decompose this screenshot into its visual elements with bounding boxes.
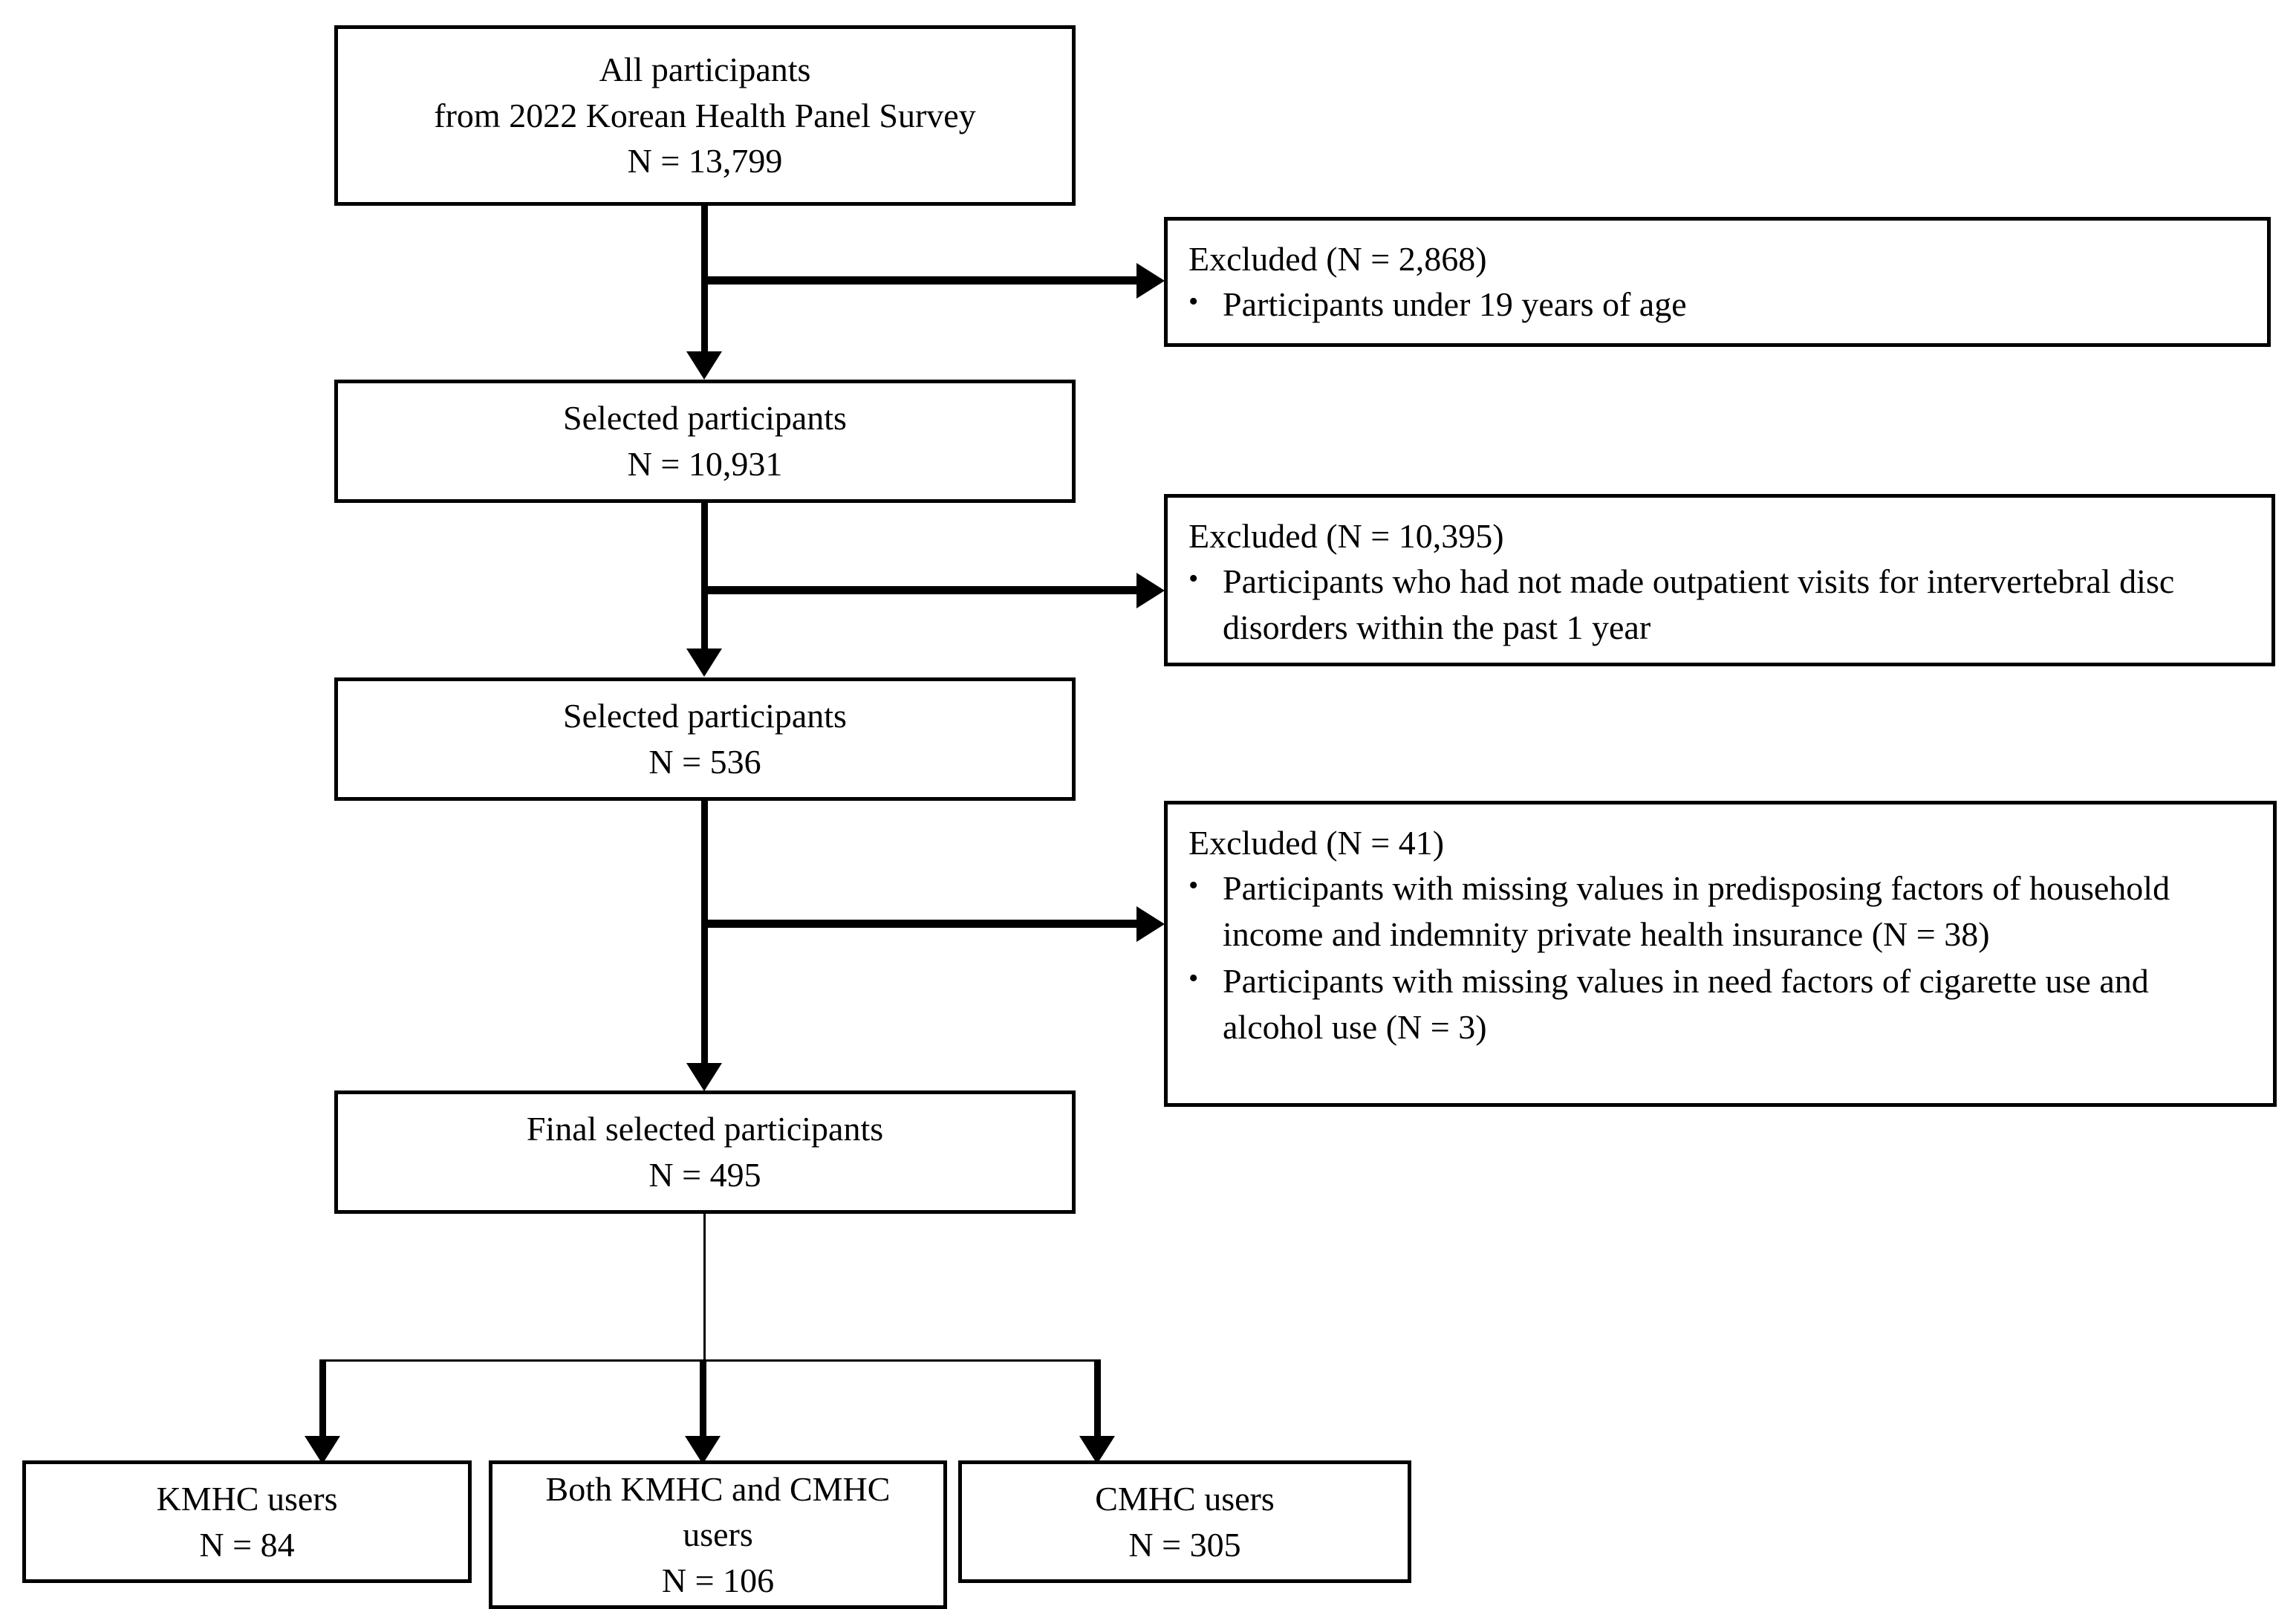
node-selected-2: Selected participants N = 536 (334, 677, 1076, 801)
connector-split-spine (319, 1359, 1101, 1362)
connector-trunk-3 (701, 801, 708, 1064)
connector-split-right (1094, 1359, 1101, 1437)
node-both-users-line1: Both KMHC and CMHC (545, 1469, 891, 1508)
arrow-down-1 (686, 351, 722, 380)
bullet-icon: • (1188, 962, 1199, 994)
node-excluded-3-bullet-0-text: Participants with missing values in pred… (1223, 868, 2170, 954)
connector-trunk-2 (701, 503, 708, 650)
arrow-right-1 (1136, 263, 1165, 299)
node-all-participants-line1: All participants (599, 51, 811, 89)
node-final-selected: Final selected participants N = 495 (334, 1090, 1076, 1214)
node-kmhc-users-line1: KMHC users (156, 1479, 338, 1518)
bullet-icon: • (1188, 285, 1199, 317)
connector-split-trunk (703, 1214, 706, 1362)
connector-split-left (319, 1359, 326, 1437)
node-excluded-3-bullet-1: • Participants with missing values in ne… (1188, 958, 2252, 1051)
node-cmhc-users-line2: N = 305 (1128, 1525, 1241, 1564)
node-both-users-line3: N = 106 (661, 1561, 775, 1599)
connector-branch-2 (704, 586, 1138, 594)
node-both-users: Both KMHC and CMHC users N = 106 (489, 1460, 947, 1609)
connector-split-center (700, 1359, 706, 1437)
node-final-selected-line2: N = 495 (648, 1156, 761, 1194)
node-excluded-1: Excluded (N = 2,868) • Participants unde… (1164, 217, 2271, 347)
arrow-down-kmhc (305, 1436, 340, 1464)
node-excluded-2: Excluded (N = 10,395) • Participants who… (1164, 494, 2275, 666)
node-excluded-1-bullet-0: • Participants under 19 years of age (1188, 282, 1687, 328)
node-excluded-2-bullet-0-text: Participants who had not made outpatient… (1223, 562, 2175, 647)
node-selected-1-line1: Selected participants (563, 399, 847, 438)
node-excluded-3-bullet-0: • Participants with missing values in pr… (1188, 865, 2252, 958)
node-all-participants-line2: from 2022 Korean Health Panel Survey (434, 96, 976, 134)
node-all-participants: All participants from 2022 Korean Health… (334, 25, 1076, 206)
node-selected-2-line2: N = 536 (648, 743, 761, 781)
node-excluded-2-bullet-0: • Participants who had not made outpatie… (1188, 559, 2251, 651)
node-final-selected-line1: Final selected participants (526, 1110, 884, 1148)
connector-branch-1 (704, 276, 1138, 285)
arrow-down-cmhc (1079, 1436, 1115, 1464)
arrow-right-3 (1136, 906, 1165, 942)
node-all-participants-line3: N = 13,799 (627, 142, 783, 181)
node-both-users-line2: users (683, 1515, 753, 1554)
node-excluded-3-heading: Excluded (N = 41) (1188, 824, 1445, 862)
bullet-icon: • (1188, 869, 1199, 901)
node-selected-2-line1: Selected participants (563, 697, 847, 735)
node-selected-1: Selected participants N = 10,931 (334, 380, 1076, 503)
node-excluded-3-bullet-1-text: Participants with missing values in need… (1223, 961, 2149, 1047)
node-cmhc-users: CMHC users N = 305 (958, 1460, 1411, 1583)
arrow-down-3 (686, 1063, 722, 1091)
arrow-right-2 (1136, 573, 1165, 608)
node-excluded-2-heading: Excluded (N = 10,395) (1188, 517, 1504, 555)
node-kmhc-users-line2: N = 84 (199, 1525, 295, 1564)
node-excluded-3: Excluded (N = 41) • Participants with mi… (1164, 801, 2277, 1107)
node-cmhc-users-line1: CMHC users (1095, 1479, 1275, 1518)
connector-branch-3 (704, 920, 1138, 928)
node-selected-1-line2: N = 10,931 (627, 445, 783, 483)
node-excluded-1-bullet-0-text: Participants under 19 years of age (1223, 285, 1687, 323)
node-excluded-1-heading: Excluded (N = 2,868) (1188, 240, 1487, 278)
arrow-down-2 (686, 649, 722, 677)
arrow-down-both (685, 1436, 721, 1464)
bullet-icon: • (1188, 562, 1199, 594)
node-kmhc-users: KMHC users N = 84 (22, 1460, 472, 1583)
